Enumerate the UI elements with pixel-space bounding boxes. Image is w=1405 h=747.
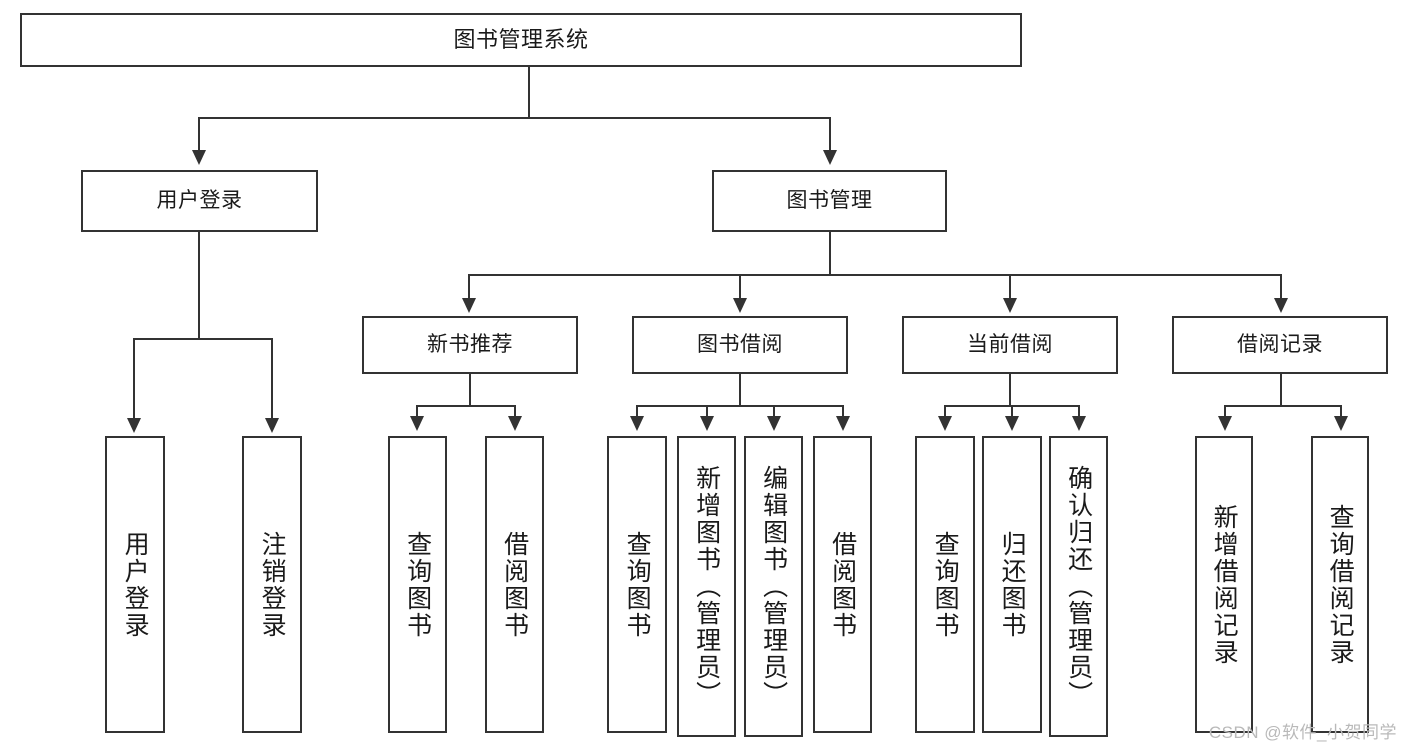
arrow-head-leaf-borrow-book-1	[508, 416, 522, 431]
arrow-head-leaf-add-book	[700, 416, 714, 431]
node-label: 借阅记录	[1237, 332, 1323, 356]
arrow-head-leaf-borrow-book-2	[836, 416, 850, 431]
edge-book-borrow-stem	[739, 374, 741, 405]
edge-drop-leaf-user-login	[133, 338, 135, 420]
node-leaf-query-book-1[interactable]: 查询图书	[388, 436, 447, 733]
node-leaf-borrow-book-2[interactable]: 借阅图书	[813, 436, 872, 733]
edge-borrow-record-bus	[1224, 405, 1340, 407]
node-label: 查询借阅记录	[1326, 503, 1355, 666]
arrow-head-borrow-record	[1274, 298, 1288, 313]
node-borrow-record[interactable]: 借阅记录	[1172, 316, 1388, 374]
node-leaf-user-login[interactable]: 用户登录	[105, 436, 165, 733]
edge-user-login-bus	[133, 338, 271, 340]
arrow-head-new-book-recommend	[462, 298, 476, 313]
node-label: 用户登录	[121, 530, 150, 639]
arrow-head-book-borrow	[733, 298, 747, 313]
arrow-head-leaf-user-login	[127, 418, 141, 433]
node-label: 归还图书	[998, 530, 1027, 639]
node-new-book-recommend[interactable]: 新书推荐	[362, 316, 578, 374]
edge-drop-current-borrow	[1009, 274, 1011, 300]
arrow-head-book-manage	[823, 150, 837, 165]
arrow-head-leaf-query-book-3	[938, 416, 952, 431]
node-label: 图书借阅	[697, 332, 783, 356]
edge-drop-leaf-confirm-return	[1078, 405, 1080, 418]
edge-drop-leaf-query-record	[1340, 405, 1342, 418]
node-label: 查询图书	[403, 530, 432, 639]
node-leaf-query-book-2[interactable]: 查询图书	[607, 436, 667, 733]
arrow-head-leaf-confirm-return	[1072, 416, 1086, 431]
arrow-head-leaf-query-book-2	[630, 416, 644, 431]
edge-drop-new-book-recommend	[468, 274, 470, 300]
node-label: 查询图书	[931, 530, 960, 639]
edge-drop-leaf-add-record	[1224, 405, 1226, 418]
node-label: 查询图书	[623, 530, 652, 639]
edge-drop-leaf-borrow-book-1	[514, 405, 516, 418]
node-current-borrow[interactable]: 当前借阅	[902, 316, 1118, 374]
edge-current-borrow-stem	[1009, 374, 1011, 405]
node-leaf-add-record[interactable]: 新增借阅记录	[1195, 436, 1253, 733]
node-label: 新书推荐	[427, 332, 513, 356]
arrow-head-leaf-add-record	[1218, 416, 1232, 431]
edge-drop-leaf-edit-book	[773, 405, 775, 418]
edge-drop-leaf-add-book	[706, 405, 708, 418]
node-leaf-query-book-3[interactable]: 查询图书	[915, 436, 975, 733]
node-label: 图书管理系统	[453, 27, 589, 53]
edge-level1-bus	[198, 117, 830, 119]
edge-drop-book-manage	[829, 117, 831, 152]
edge-drop-leaf-return-book	[1011, 405, 1013, 418]
node-book-borrow[interactable]: 图书借阅	[632, 316, 848, 374]
node-leaf-edit-book[interactable]: 编辑图书（管理员）	[744, 436, 803, 737]
node-leaf-logout[interactable]: 注销登录	[242, 436, 302, 733]
node-leaf-return-book[interactable]: 归还图书	[982, 436, 1042, 733]
arrow-head-leaf-query-book-1	[410, 416, 424, 431]
node-root-book-management-system[interactable]: 图书管理系统	[20, 13, 1022, 67]
edge-drop-book-borrow	[739, 274, 741, 300]
node-leaf-borrow-book-1[interactable]: 借阅图书	[485, 436, 544, 733]
node-label: 确认归还（管理员）	[1064, 465, 1093, 708]
node-label: 用户登录	[156, 188, 243, 212]
arrow-head-user-login	[192, 150, 206, 165]
edge-drop-leaf-query-book-2	[636, 405, 638, 418]
arrow-head-leaf-edit-book	[767, 416, 781, 431]
edge-book-manage-stem	[829, 232, 831, 274]
node-label: 新增借阅记录	[1210, 503, 1239, 666]
node-label: 注销登录	[258, 530, 287, 639]
edge-drop-borrow-record	[1280, 274, 1282, 300]
edge-user-login-stem	[198, 232, 200, 338]
arrow-head-leaf-logout	[265, 418, 279, 433]
arrow-head-leaf-query-record	[1334, 416, 1348, 431]
edge-drop-leaf-query-book-1	[416, 405, 418, 418]
edge-new-book-recommend-bus	[416, 405, 516, 407]
node-label: 编辑图书（管理员）	[759, 465, 788, 708]
arrow-head-leaf-return-book	[1005, 416, 1019, 431]
edge-book-borrow-bus	[636, 405, 843, 407]
edge-drop-leaf-logout	[271, 338, 273, 420]
node-leaf-add-book[interactable]: 新增图书（管理员）	[677, 436, 736, 737]
edge-drop-leaf-query-book-3	[944, 405, 946, 418]
node-book-manage[interactable]: 图书管理	[712, 170, 947, 232]
node-label: 借阅图书	[828, 530, 857, 639]
arrow-head-current-borrow	[1003, 298, 1017, 313]
node-leaf-confirm-return[interactable]: 确认归还（管理员）	[1049, 436, 1108, 737]
node-leaf-query-record[interactable]: 查询借阅记录	[1311, 436, 1369, 733]
node-label: 图书管理	[786, 188, 873, 212]
node-label: 新增图书（管理员）	[692, 465, 721, 708]
csdn-watermark: CSDN @软件_小贺同学	[1208, 723, 1397, 742]
node-user-login[interactable]: 用户登录	[81, 170, 318, 232]
edge-root-stem	[528, 67, 530, 117]
edge-level2-bus	[468, 274, 1280, 276]
node-label: 借阅图书	[500, 530, 529, 639]
edge-borrow-record-stem	[1280, 374, 1282, 405]
node-label: 当前借阅	[967, 332, 1053, 356]
edge-drop-user-login	[198, 117, 200, 152]
edge-drop-leaf-borrow-book-2	[842, 405, 844, 418]
edge-new-book-recommend-stem	[469, 374, 471, 405]
